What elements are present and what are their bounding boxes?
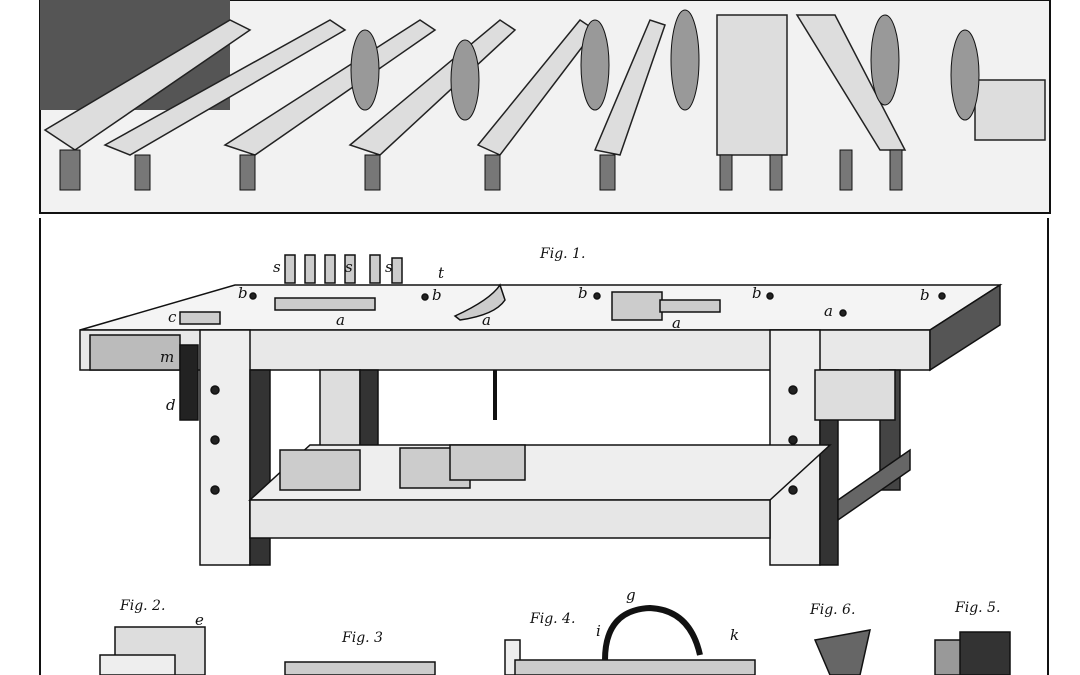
workshop-scene	[39, 0, 1051, 214]
label-c: c	[168, 308, 177, 326]
label-b: b	[432, 286, 442, 304]
fig2-caption: Fig. 2.	[119, 598, 165, 614]
label-s: s	[345, 258, 353, 276]
label-i: i	[596, 622, 601, 640]
label-b: b	[578, 284, 588, 302]
small-figures	[99, 604, 1011, 675]
label-k: k	[730, 626, 739, 644]
label-a: a	[482, 311, 491, 329]
label-b: b	[752, 284, 762, 302]
label-d: d	[166, 396, 176, 414]
fig3-caption: Fig. 3	[341, 630, 383, 646]
workbench-drawing	[79, 254, 1003, 566]
label-g: g	[626, 586, 636, 604]
fig1-caption: Fig. 1.	[539, 246, 585, 262]
label-a: a	[336, 311, 345, 329]
label-s: s	[385, 258, 393, 276]
label-m: m	[160, 348, 174, 366]
label-t: t	[438, 264, 445, 282]
fig4-caption: Fig. 4.	[529, 611, 575, 627]
label-b: b	[238, 284, 248, 302]
label-b: b	[920, 286, 930, 304]
fig5-caption: Fig. 5.	[954, 600, 1000, 616]
label-e: e	[195, 611, 204, 629]
label-a: a	[672, 314, 681, 332]
label-s: s	[273, 258, 281, 276]
fig6-caption: Fig. 6.	[809, 602, 855, 618]
label-a: a	[824, 302, 833, 320]
